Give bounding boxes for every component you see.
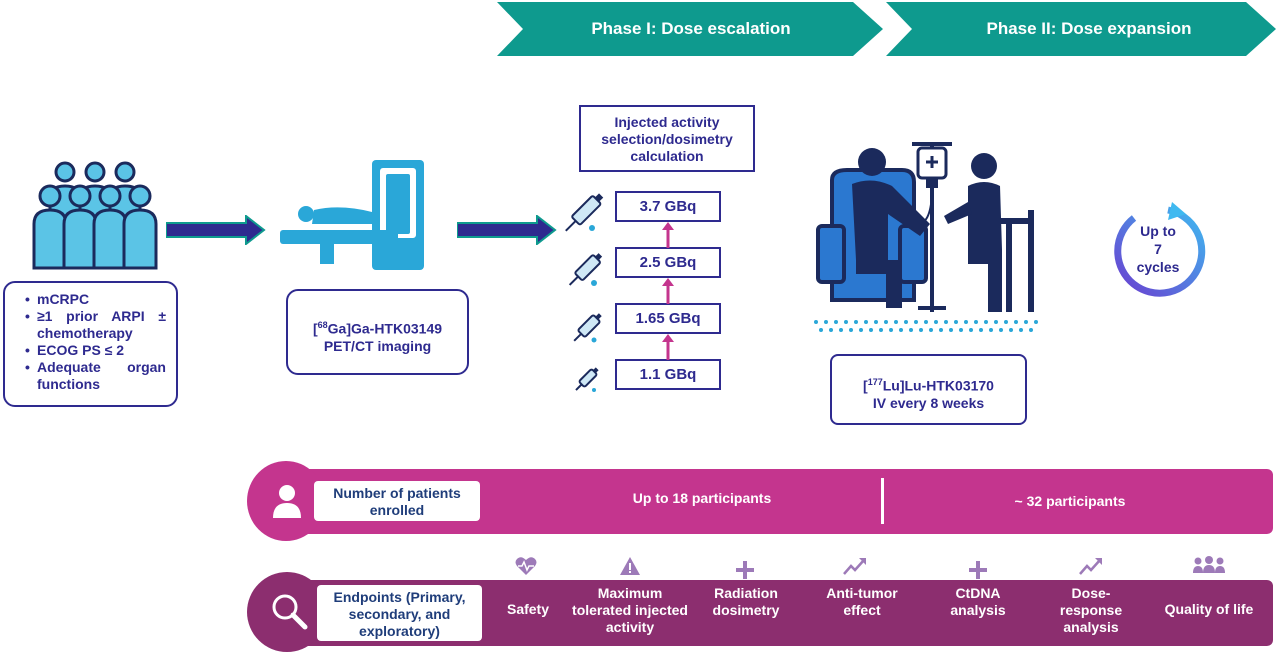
- chevron-shape: [497, 2, 883, 56]
- activity-line: Injected activity: [614, 114, 720, 130]
- pet-tracer-label: [68Ga]Ga-HTK03149: [312, 320, 443, 337]
- dose-box: 1.65 GBq: [615, 303, 721, 334]
- plus-icon: [736, 561, 754, 579]
- criteria-item: mCRPC: [25, 291, 166, 308]
- patients-group-icon: [32, 161, 158, 270]
- syringe-icon: [568, 253, 603, 286]
- dose-box: 2.5 GBq: [615, 247, 721, 278]
- activity-line: calculation: [630, 148, 704, 164]
- therapy-schedule-label: IV every 8 weeks: [872, 394, 985, 411]
- label-line: Number of patients: [333, 485, 461, 501]
- trend-icon: [1079, 558, 1102, 575]
- therapy-agent-label: [177Lu]Lu-HTK03170: [863, 377, 994, 394]
- radioligand-therapy-box: [177Lu]Lu-HTK03170 IV every 8 weeks: [830, 354, 1027, 425]
- endpoint-dose-response: Dose-response analysis: [1059, 585, 1123, 635]
- infusion-treatment-icon: [814, 142, 1038, 332]
- inclusion-criteria-box: mCRPC ≥1 prior ARPI ± chemotherapy ECOG …: [3, 281, 178, 407]
- criteria-item: ≥1 prior ARPI ± chemotherapy: [25, 308, 166, 342]
- arrow-right-icon: [166, 215, 266, 245]
- endpoint-mtia: Maximum tolerated injected activity: [572, 585, 688, 635]
- dose-box: 1.1 GBq: [615, 359, 721, 390]
- patients-circle: [247, 461, 325, 541]
- syringe-icon: [565, 193, 604, 232]
- label-line: secondary, and: [348, 606, 451, 622]
- phase-2-banner: Phase II: Dose expansion: [886, 2, 1278, 56]
- syringe-icon: [575, 367, 599, 392]
- dose-box: 3.7 GBq: [615, 191, 721, 222]
- pet-imaging-box: [68Ga]Ga-HTK03149 PET/CT imaging: [286, 289, 469, 375]
- cycles-line: Up to: [1140, 223, 1176, 239]
- injected-activity-box: Injected activity selection/dosimetry ca…: [579, 105, 755, 172]
- cycle-arrow-icon: [1114, 202, 1206, 297]
- phase-1-banner: Phase I: Dose escalation: [497, 2, 885, 56]
- pet-scanner-icon: [280, 160, 424, 270]
- label-line: exploratory): [359, 623, 440, 639]
- label-line: Endpoints (Primary,: [333, 589, 466, 605]
- chevron-shape: [886, 2, 1276, 56]
- arrow-right-icon: [457, 215, 557, 245]
- endpoint-antitumor: Anti-tumor effect: [826, 585, 898, 618]
- escalation-arrow-icon: [662, 334, 674, 360]
- phase-2-participants: ~ 32 participants: [1014, 493, 1126, 509]
- criteria-item: Adequate organ functions: [25, 359, 166, 393]
- person-icon: [273, 485, 301, 518]
- activity-line: selection/dosimetry: [601, 131, 733, 147]
- warning-icon: [620, 557, 640, 575]
- endpoints-label: Endpoints (Primary, secondary, and explo…: [317, 585, 482, 641]
- trend-icon: [843, 558, 866, 575]
- criteria-item: ECOG PS ≤ 2: [25, 342, 166, 359]
- cycles-label: Up to 7 cycles: [1128, 222, 1188, 276]
- endpoints-circle: [247, 572, 327, 652]
- endpoint-ctdna: CtDNA analysis: [950, 585, 1006, 618]
- escalation-arrow-icon: [662, 278, 674, 304]
- phase-1-label: Phase I: Dose escalation: [591, 19, 791, 38]
- people-icon: [1193, 556, 1225, 573]
- endpoint-safety: Safety: [506, 601, 550, 617]
- phase-2-label: Phase II: Dose expansion: [986, 19, 1192, 38]
- pet-imaging-label: PET/CT imaging: [323, 337, 432, 354]
- plus-icon: [969, 561, 987, 579]
- heartbeat-icon: [515, 557, 537, 575]
- magnifier-icon: [272, 594, 308, 630]
- cycles-line: cycles: [1136, 259, 1180, 275]
- syringe-icon: [573, 313, 602, 343]
- endpoint-dosimetry: Radiation dosimetry: [712, 585, 780, 618]
- escalation-arrow-icon: [662, 222, 674, 248]
- cycles-line: 7: [1154, 241, 1162, 257]
- endpoint-quality-of-life: Quality of life: [1164, 601, 1254, 617]
- patients-enrolled-label: Number of patients enrolled: [314, 481, 480, 521]
- band-divider: [881, 478, 884, 524]
- label-line: enrolled: [369, 502, 425, 518]
- phase-1-participants: Up to 18 participants: [632, 490, 772, 506]
